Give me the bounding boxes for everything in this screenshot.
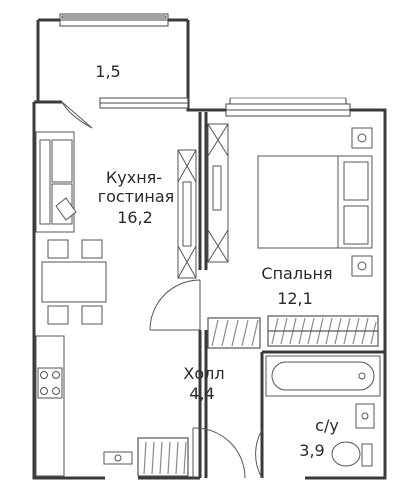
nightstands [351, 127, 373, 277]
entrance-door [192, 427, 246, 479]
hall-name: Холл [183, 364, 225, 383]
wardrobe-left [177, 149, 197, 279]
kitchen-counter [35, 335, 65, 477]
balcony-glazing [99, 97, 189, 109]
hall-door [149, 279, 201, 331]
sink [355, 403, 375, 429]
bedroom-name: Спальня [261, 264, 333, 283]
dining-table [41, 239, 107, 325]
bedroom-window [225, 97, 351, 117]
wardrobe-right [207, 123, 229, 263]
hall-area: 4,4 [189, 384, 215, 403]
hall-closet-hatch [137, 437, 189, 477]
bathroom-area: 3,9 [299, 441, 325, 460]
toilet [331, 441, 373, 467]
kitchen-living-name-1: Кухня- [105, 168, 163, 187]
sofa [35, 131, 77, 233]
bathroom-name: с/у [315, 416, 339, 435]
kitchen-living-area: 16,2 [117, 208, 153, 227]
kitchen-living-name-2: гостиная [97, 187, 175, 206]
entry-shelf [103, 451, 133, 465]
bathroom-door-hatch [207, 317, 261, 349]
bedroom-wardrobe-hatch [267, 315, 379, 347]
bed [257, 155, 373, 249]
balcony-window [59, 13, 169, 27]
balcony-area: 1,5 [95, 62, 121, 81]
bathroom-door [255, 429, 263, 479]
bedroom-area: 12,1 [277, 289, 313, 308]
bathtub [265, 355, 381, 397]
balcony-door [61, 101, 93, 129]
